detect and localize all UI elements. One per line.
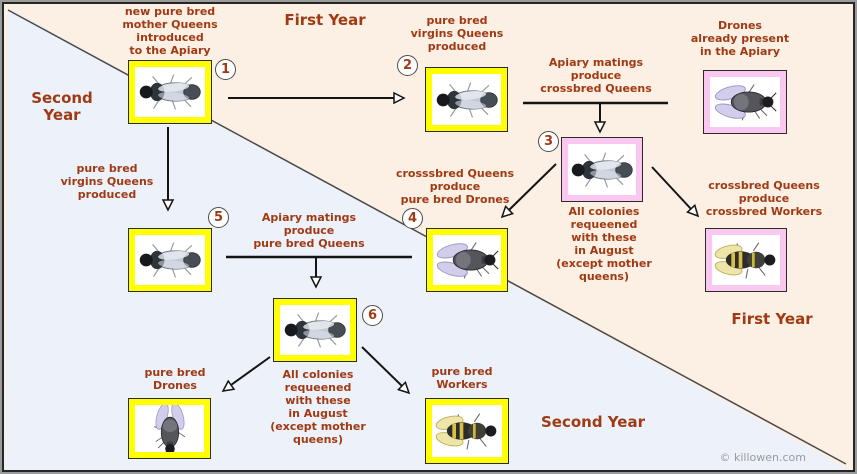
label-second-year-top: Second Year: [31, 89, 93, 124]
label-apiary-matings-purebred: Apiary matings produce pure bred Queens: [253, 211, 365, 250]
arrow-purebred-queen-to-drones: [230, 356, 271, 386]
step-badge-2: 2: [397, 55, 418, 76]
label-crossbred-workers: crossbred Queens produce crossbred Worke…: [705, 179, 823, 218]
box-drones-apiary: [703, 70, 787, 134]
label-intro-queens: new pure bred mother Queens introduced t…: [122, 5, 218, 57]
drone-bee-icon: [434, 238, 500, 282]
arrowhead: [161, 199, 175, 212]
queen-bee-icon: [569, 148, 635, 192]
label-virgin-queens-top: pure bred virgins Queens produced: [410, 14, 504, 53]
arrowhead: [500, 204, 514, 219]
credit-watermark: © killowen.com: [719, 451, 807, 464]
drone-bee-icon: [151, 405, 189, 452]
label-apiary-matings-crossbred: Apiary matings produce crossbred Queens: [540, 56, 652, 95]
step-badge-3: 3: [538, 131, 559, 152]
label-first-year-bottom: First Year: [731, 310, 813, 328]
arrow-purebred-queen-to-workers: [361, 346, 403, 387]
drone-bee-icon: [712, 80, 778, 124]
label-crosssbred-drones: crosssbred Queens produce pure bred Dron…: [395, 167, 515, 206]
arrowhead: [593, 121, 607, 134]
step-badge-6: 6: [362, 305, 383, 326]
queen-bee-icon: [282, 308, 348, 352]
label-second-year-bottom: Second Year: [541, 413, 645, 431]
box-crossbred-workers: [705, 228, 787, 292]
box-1-mother-queen: [128, 60, 212, 124]
arrowhead: [393, 91, 406, 105]
box-2-virgin-queen: [425, 67, 508, 132]
label-virgin-queens-left: pure bred virgins Queens produced: [60, 162, 154, 201]
worker-bee-icon: [713, 238, 779, 282]
arrowhead: [221, 379, 236, 392]
arrowhead: [686, 203, 700, 218]
label-pure-bred-workers: pure bred Workers: [431, 365, 493, 391]
step-badge-5: 5: [208, 207, 229, 228]
label-all-colonies-first: All colonies requeened with these in Aug…: [556, 205, 652, 283]
worker-bee-icon: [434, 409, 500, 453]
step-badge-4: 4: [402, 208, 423, 229]
arrowhead: [309, 276, 323, 289]
arrow-crossbred-queen-to-drones: [508, 163, 557, 211]
label-first-year-top: First Year: [284, 11, 366, 29]
queen-bee-icon: [137, 238, 203, 282]
label-pure-bred-drones: pure bred Drones: [144, 366, 206, 392]
arrowhead: [397, 380, 411, 395]
box-3-crossbred-queen: [561, 137, 643, 202]
box-4-purebred-drone: [426, 228, 508, 292]
box-purebred-drones: [128, 398, 211, 459]
step-badge-1: 1: [215, 59, 236, 80]
label-drones-present: Drones already present in the Apiary: [690, 19, 790, 58]
queen-bee-icon: [434, 78, 500, 122]
box-5-virgin-queen: [128, 228, 212, 292]
queen-bee-icon: [137, 70, 203, 114]
box-6-purebred-queen: [273, 298, 357, 362]
label-all-colonies-second: All colonies requeened with these in Aug…: [270, 368, 366, 446]
arrow-crossbred-queen-to-workers: [651, 166, 692, 210]
box-purebred-workers: [425, 398, 509, 464]
